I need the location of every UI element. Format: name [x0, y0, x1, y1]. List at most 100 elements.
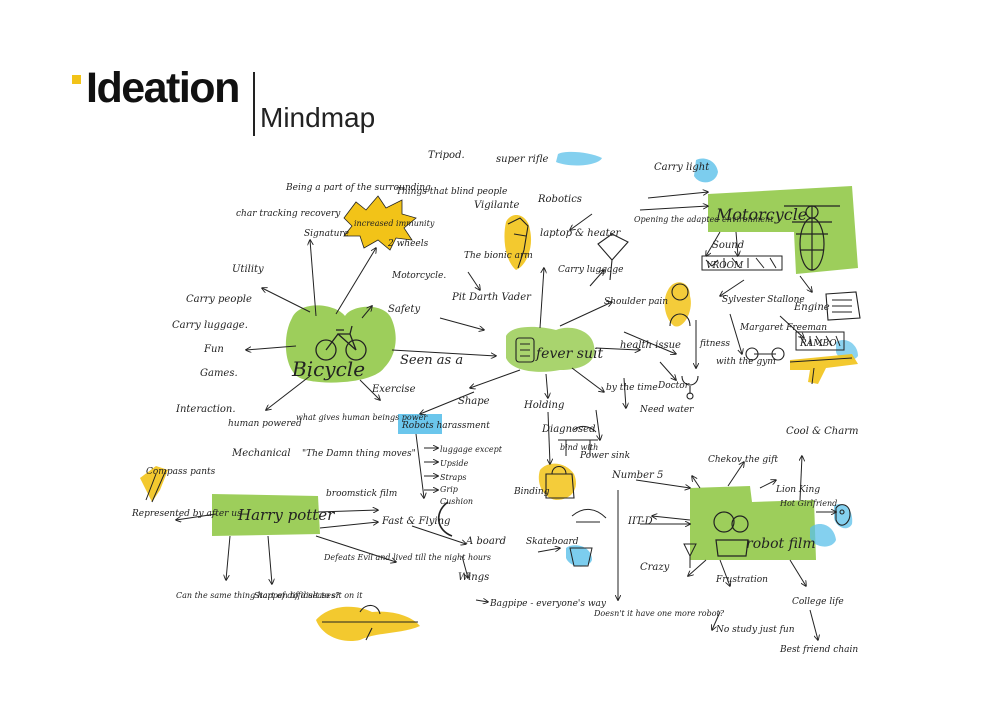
note-being-part: Being a part of the surrounding: [285, 183, 431, 193]
note-best-friend: Best friend chain: [779, 645, 858, 655]
note-engine: Engine: [793, 302, 830, 313]
note-health-issue: health issue: [620, 340, 681, 351]
note-signature: Signature: [304, 229, 349, 239]
note-defeats: Defeats Evil and lived till the night ho…: [323, 553, 491, 562]
hub-label-robots: Robots harassment: [401, 421, 490, 431]
bicycle-hub-blob: [285, 305, 396, 383]
note-chekov: Chekov the gift: [708, 455, 778, 465]
motorcycle-hub-blob: [708, 186, 858, 274]
note-sound: Sound: [712, 240, 744, 251]
note-bind-with: bind with: [560, 443, 598, 452]
dumbbell-icon: [745, 347, 785, 361]
note-represented: Represented by after us: [131, 509, 242, 519]
note-exercise: Exercise: [371, 384, 416, 395]
note-fun: Fun: [203, 344, 224, 355]
note-increased-immunity: increased immunity: [354, 219, 435, 228]
note-wings: Wings: [458, 572, 489, 583]
mask-icon: [835, 504, 851, 526]
note-motorcycle-small: Motorcycle.: [391, 271, 446, 281]
blue-splash-robot: [810, 524, 836, 547]
note-straps: Straps: [440, 473, 467, 482]
lamp-icon: [558, 425, 598, 456]
note-cool-charm: Cool & Charm: [786, 426, 858, 437]
broom-fan-yellow: [140, 466, 168, 502]
backpack-icon: [545, 465, 575, 499]
gun-icon: [789, 357, 853, 385]
harry-potter-hub-blob: [212, 494, 320, 536]
motorcycle-icon: [784, 205, 840, 271]
note-carry-light: Carry light: [654, 162, 710, 173]
robot-arm-yellow: [504, 215, 532, 270]
note-char-tracking: char tracking recovery: [236, 209, 341, 219]
robot-arm-icon: [507, 217, 529, 269]
note-need-water: Need water: [639, 405, 694, 415]
backpack-yellow: [538, 463, 576, 500]
note-tripod: Tripod.: [428, 150, 465, 161]
note-hot-girlfriend: Hot Girlfriend: [779, 499, 837, 508]
bucket-icon: [569, 547, 593, 567]
crescent-icon: [437, 501, 453, 537]
hub-label-bicycle: Bicycle: [291, 357, 365, 381]
note-margaret: Margaret Freeman: [739, 323, 827, 333]
robot-film-hub-blob: [690, 486, 816, 560]
note-with-the-gym: with the gym: [716, 357, 776, 367]
note-mechanical: Mechanical: [231, 448, 291, 459]
note-power-sink: Power sink: [579, 451, 630, 461]
bust-icon: [669, 283, 691, 327]
title-divider: [253, 72, 255, 136]
hub-shapes: [140, 151, 858, 642]
hub-label-harry-potter: Harry potter: [237, 506, 335, 524]
note-number: Number 5: [611, 470, 663, 481]
hub-label-motorcycle: Motorcycle: [715, 205, 807, 224]
increased-immunity-burst: [343, 195, 417, 251]
robot-face-icon: [713, 511, 749, 557]
note-holding: Holding: [523, 400, 564, 411]
note-a-board: A board: [465, 536, 506, 547]
note-super-rifle: super rifle: [496, 154, 548, 165]
wings-icon: [571, 509, 607, 523]
figure-icon: [683, 543, 697, 568]
bicycle-icon: [315, 325, 367, 361]
note-things-that: Things that blind people: [396, 187, 507, 197]
note-bagpipe: Bagpipe - everyone's way: [489, 599, 607, 609]
note-frustration: Frustration: [715, 575, 768, 585]
note-by-the-time: by the time: [606, 383, 658, 393]
note-laptop-heater: laptop & heater: [540, 228, 622, 239]
note-utility: Utility: [232, 264, 264, 275]
vroom-text-icon: [701, 255, 783, 271]
broom-fan-icon: [145, 469, 167, 503]
note-diagnosed: Diagnosed: [541, 424, 596, 435]
note-sylvester: Sylvester Stallone: [722, 295, 805, 305]
note-vigilante: Vigilante: [474, 200, 519, 211]
note-crazy: Crazy: [640, 562, 670, 573]
broom-witch-icon: [322, 604, 418, 641]
note-carry-luggage2: Carry luggage.: [172, 320, 248, 331]
note-seen-as: Seen as a: [400, 353, 463, 368]
hub-label-robot-film: robot film: [746, 536, 816, 552]
note-compass-pants: Compass pants: [146, 467, 216, 477]
handwritten-notes: Tripod. super rifle Carry light Being a …: [131, 150, 858, 655]
note-carry-luggage: Carry luggage: [558, 265, 623, 275]
engine-icon: [825, 291, 861, 321]
note-wheels: 2 wheels: [387, 239, 429, 249]
note-opening-env: Opening the adapted environment: [634, 215, 774, 224]
note-luggage-except: luggage except: [440, 445, 503, 454]
rambo-logo-icon: [795, 331, 845, 351]
note-human-powered: human powered: [228, 419, 302, 429]
note-games: Games.: [200, 368, 238, 379]
note-iit-d: IIT-D: [627, 516, 653, 527]
hub-label-fever-suit: fever suit: [535, 346, 603, 362]
note-doesnt-it: Doesn't it have one more robot?: [593, 609, 725, 618]
note-college-life: College life: [792, 597, 844, 607]
note-rambo: RAMBO: [799, 339, 837, 349]
gun-yellow: [790, 354, 858, 384]
note-carry-people: Carry people: [186, 294, 252, 305]
note-skateboard: Skateboard: [526, 537, 579, 547]
brand-title: Ideation: [86, 64, 240, 112]
note-shape: Shape: [458, 396, 490, 407]
note-the-bionic: The bionic arm: [464, 251, 533, 261]
note-binding: Binding: [513, 487, 550, 497]
connector-lines: [176, 192, 836, 640]
note-vroom: VROOM: [706, 261, 744, 271]
